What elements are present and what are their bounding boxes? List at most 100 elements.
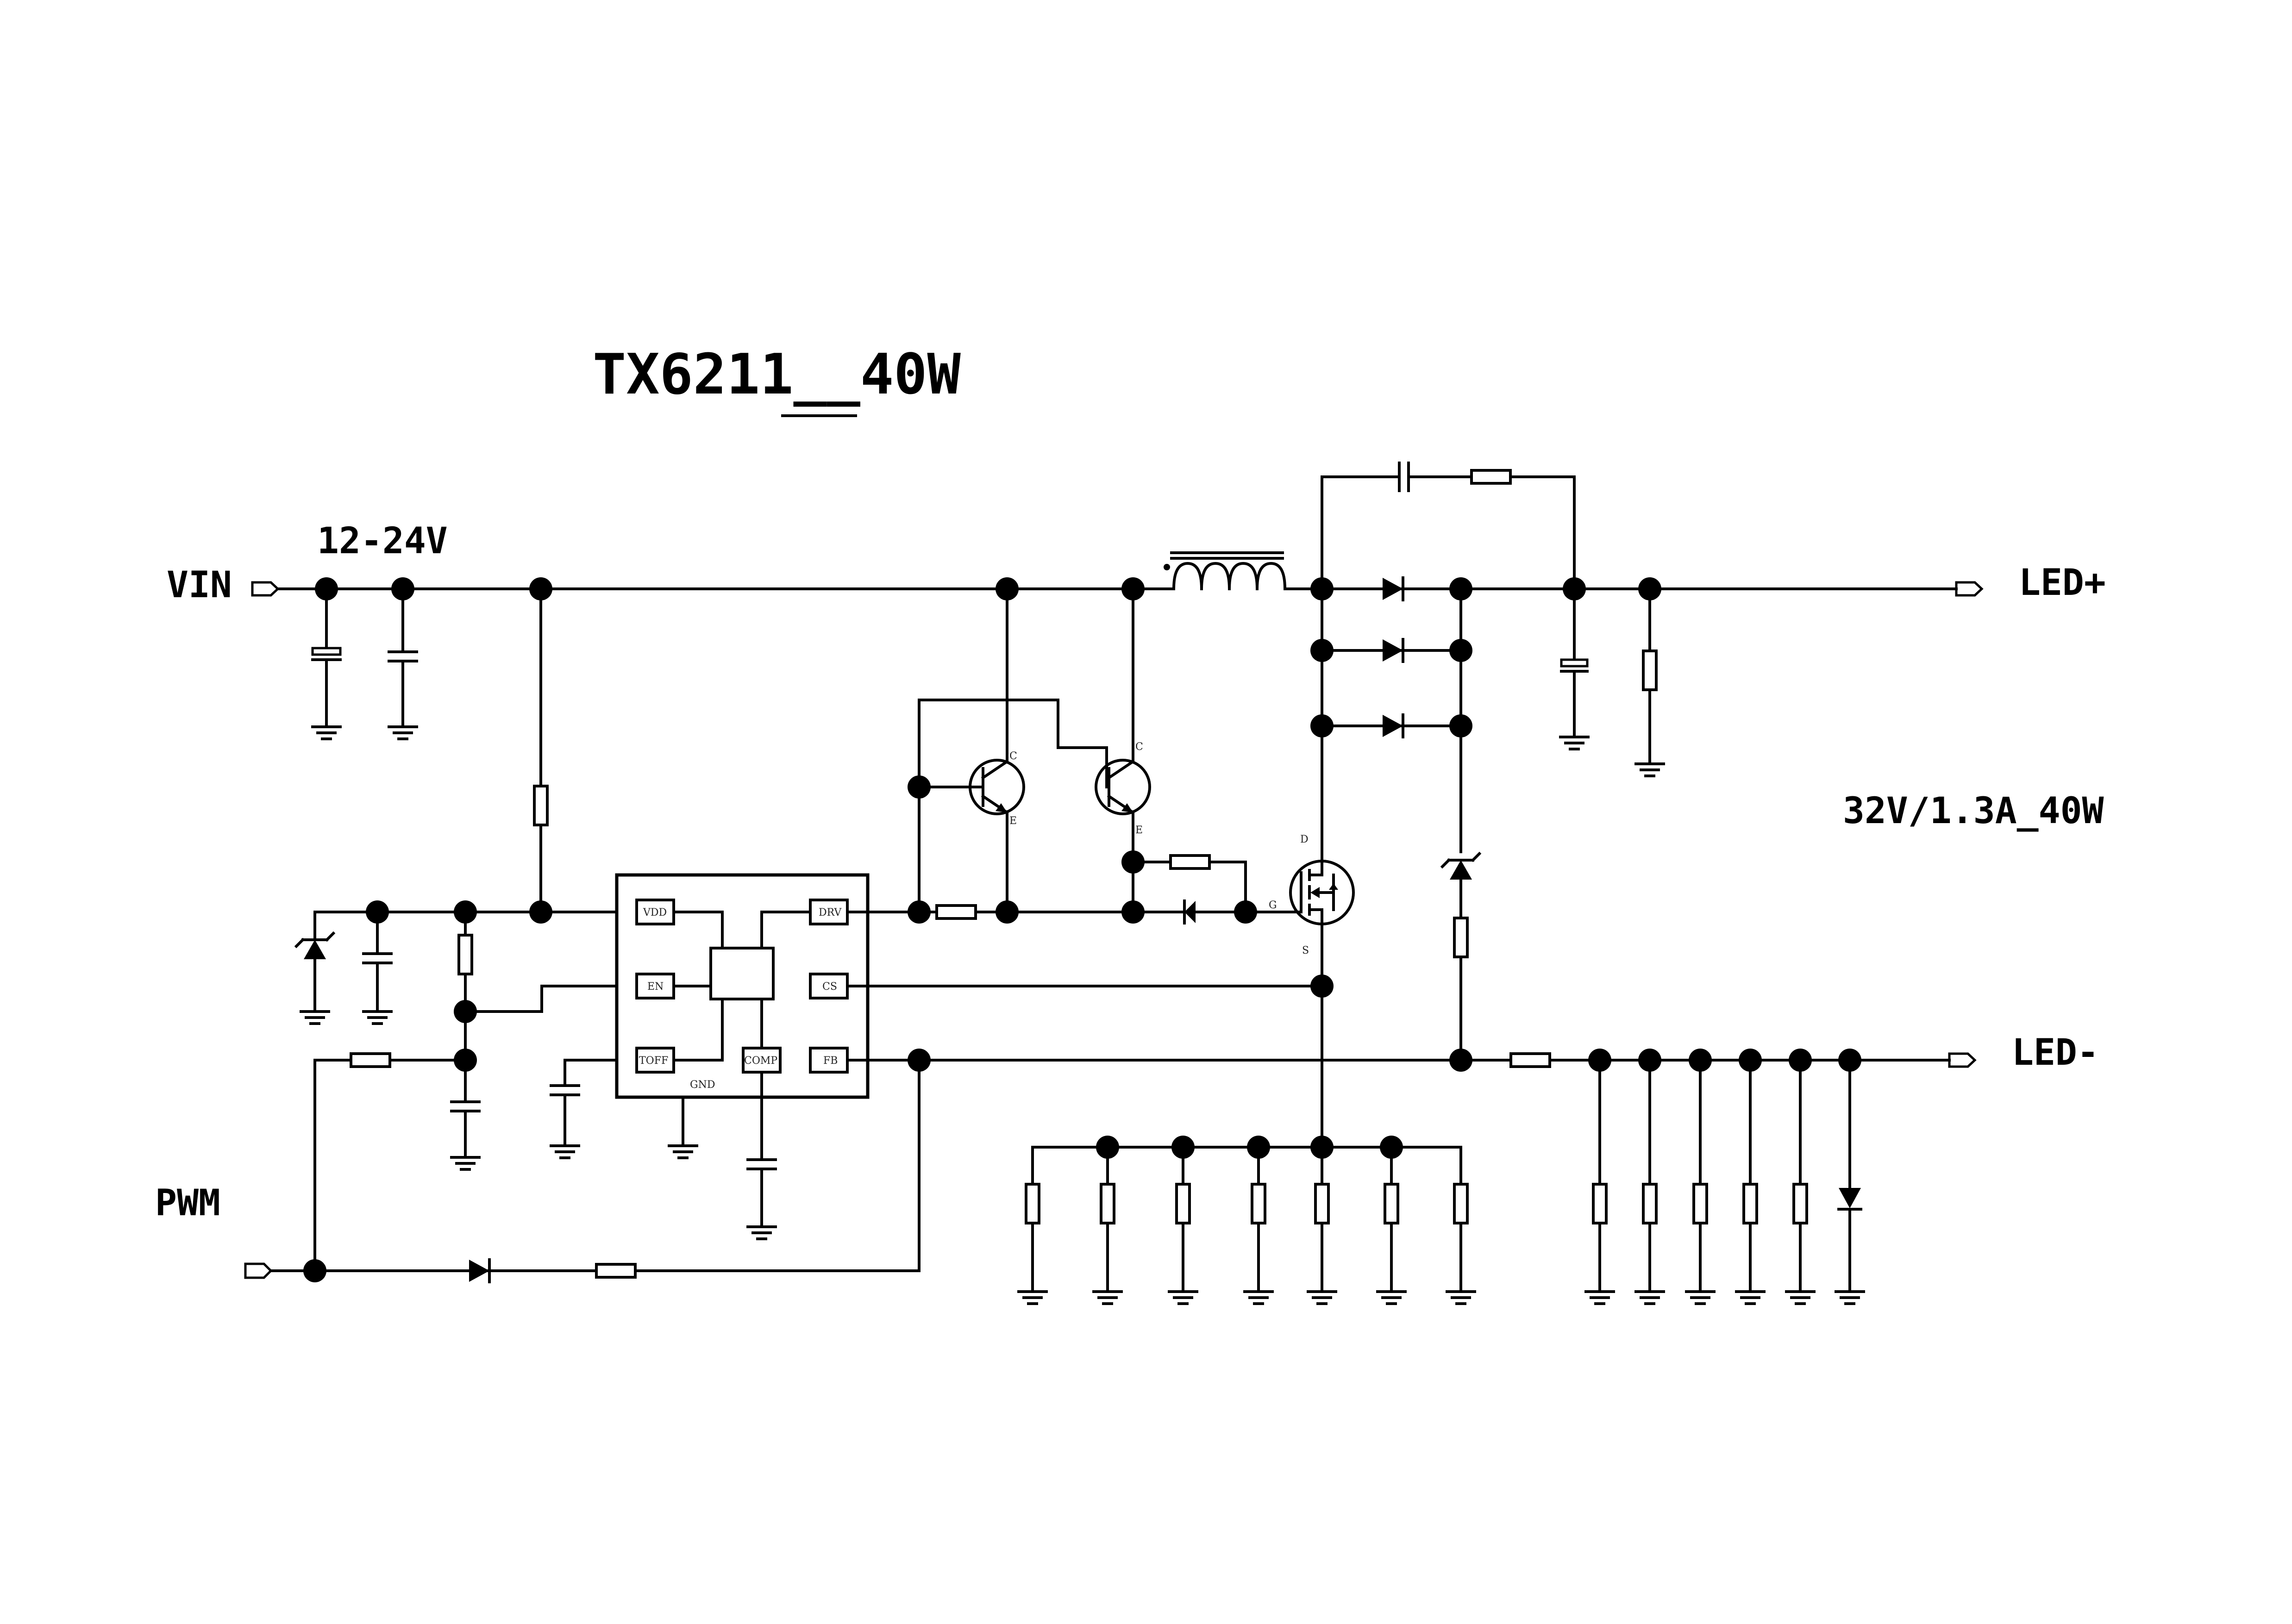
junction-dot-19 [1121, 900, 1145, 924]
junction-dot-16 [529, 900, 552, 924]
sense-resistor-5 [1315, 1184, 1328, 1223]
junction-dot-20 [1234, 900, 1257, 924]
junction-dot-7 [1449, 577, 1472, 600]
input-ceramic-capacitor [389, 587, 417, 739]
ic-pin-toff: TOFF [639, 1055, 668, 1067]
output-electrolytic-capacitor [1560, 587, 1588, 749]
junction-dot-27 [1449, 1049, 1472, 1072]
pwm-net [269, 1054, 921, 1282]
input-range-label: 12-24V [317, 520, 448, 562]
vin-port-label: VIN [167, 564, 232, 606]
vin-rail [276, 551, 1958, 591]
fb-resistor-5-ground [1786, 1292, 1814, 1304]
sense-resistor-1 [1026, 1184, 1039, 1223]
driver-ic: VDD EN TOFF DRV CS FB COMP GND [615, 873, 870, 1099]
junction-dot-25 [1310, 974, 1334, 998]
ic-pin-gnd: GND [690, 1079, 715, 1091]
junction-dot-39 [303, 1259, 326, 1282]
junction-dot-13 [1449, 714, 1472, 737]
led-plus-port-label: LED+ [2019, 562, 2106, 604]
junction-dot-5 [1121, 577, 1145, 600]
pnp-transistor-2: C E [1095, 587, 1151, 913]
snubber [1321, 462, 1576, 590]
led-minus-port [1948, 1052, 1977, 1068]
junction-dot-10 [1310, 639, 1334, 662]
pwm-port [244, 1262, 273, 1279]
junction-dot-6 [1310, 577, 1334, 600]
vin-port [251, 581, 280, 597]
junction-dot-9 [1638, 577, 1661, 600]
output-bleeder-resistor [1636, 587, 1664, 776]
q2-collector-label: C [1135, 741, 1143, 753]
ic-pin-comp: COMP [744, 1055, 777, 1067]
junction-dot-23 [454, 1000, 477, 1023]
fb-resistor-2 [1643, 1184, 1656, 1223]
fb-resistor-3-ground [1686, 1292, 1714, 1304]
sense-resistor-3 [1177, 1184, 1190, 1223]
fb-resistor-4-ground [1736, 1292, 1764, 1304]
led-minus-port-label: LED- [2012, 1032, 2099, 1074]
fb-resistor-3 [1694, 1184, 1707, 1223]
junction-dot-8 [1563, 577, 1586, 600]
q2-emitter-label: E [1135, 824, 1143, 836]
junction-dot-38 [1380, 1136, 1403, 1159]
junction-dot-18 [996, 900, 1019, 924]
fb-resistor-4 [1744, 1184, 1757, 1223]
junction-dot-4 [996, 577, 1019, 600]
junction-dot-37 [1310, 1136, 1334, 1159]
junction-dot-26 [908, 1049, 931, 1072]
mosfet-source-label: S [1302, 945, 1309, 956]
sense-resistor-7-ground [1447, 1292, 1475, 1304]
fb-resistor-1 [1593, 1184, 1606, 1223]
ovp-zener [1440, 851, 1482, 1062]
junction-dot-12 [1310, 714, 1334, 737]
sense-resistor-2-ground [1094, 1292, 1121, 1304]
sense-resistor-4 [1252, 1184, 1265, 1223]
comp-capacitor [748, 1071, 776, 1239]
sense-resistor-4-ground [1245, 1292, 1272, 1304]
mosfet-gate-label: G [1269, 899, 1277, 911]
schematic-title: TX6211__40W [593, 343, 961, 407]
junction-dot-3 [529, 577, 552, 600]
led-minus-diode [1836, 1059, 1864, 1304]
fb-resistor-1-ground [1586, 1292, 1614, 1304]
gate-network [1132, 856, 1293, 924]
junction-dot-34 [1096, 1136, 1119, 1159]
junction-dot-28 [1588, 1049, 1611, 1072]
sense-resistor-2 [1101, 1184, 1114, 1223]
ic-ground [669, 1096, 697, 1158]
sense-resistor-6 [1385, 1184, 1398, 1223]
q1-collector-label: C [1009, 750, 1017, 762]
junction-dot-31 [1739, 1049, 1762, 1072]
led-plus-port [1955, 581, 1984, 597]
junction-dot-29 [1638, 1049, 1661, 1072]
sense-resistor-6-ground [1378, 1292, 1405, 1304]
fb-resistor-2-ground [1636, 1292, 1664, 1304]
junction-dot-24 [454, 1049, 477, 1072]
ic-pin-drv: DRV [819, 907, 842, 918]
fb-resistor-5 [1794, 1184, 1807, 1223]
drv-net [846, 699, 1247, 918]
junction-dot-30 [1689, 1049, 1712, 1072]
junction-dot-15 [454, 900, 477, 924]
junction-dot-36 [1247, 1136, 1270, 1159]
sense-resistor-1-ground [1019, 1292, 1046, 1304]
junction-dot-2 [391, 577, 414, 600]
ic-pin-en: EN [647, 981, 664, 993]
junction-dot-21 [908, 775, 931, 799]
sense-resistor-3-ground [1169, 1292, 1197, 1304]
npn-transistor-1: C E [969, 587, 1025, 913]
mosfet-drain-label: D [1300, 834, 1309, 845]
junction-dot-22 [1121, 850, 1145, 874]
vdd-net [294, 911, 638, 1062]
output-diodes [1321, 578, 1462, 853]
junction-dot-32 [1789, 1049, 1812, 1072]
ic-pin-vdd: VDD [643, 907, 667, 918]
output-rating-label: 32V/1.3A_40W [1843, 790, 2104, 832]
junction-dot-17 [908, 900, 931, 924]
pwm-port-label: PWM [155, 1182, 220, 1224]
junction-dot-1 [315, 577, 338, 600]
input-electrolytic-capacitor [311, 587, 342, 739]
vdd-supply-resistor [534, 587, 547, 913]
